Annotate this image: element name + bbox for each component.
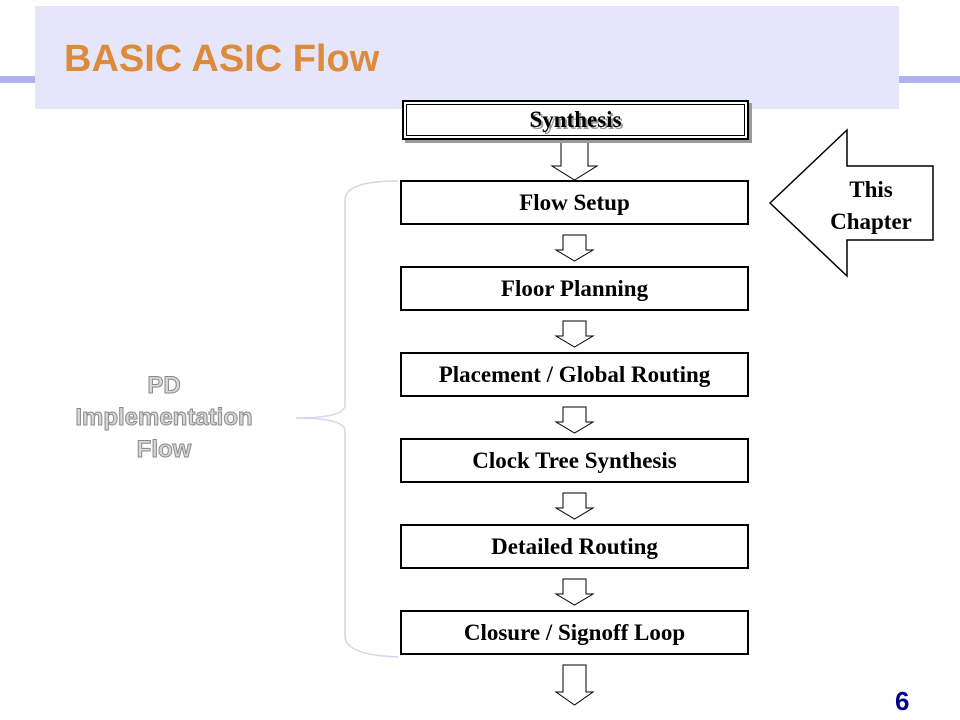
flow-step-detailed-routing: Detailed Routing: [400, 524, 749, 569]
title-band: [35, 6, 899, 109]
down-arrow-icon: [550, 140, 599, 181]
down-arrow-icon: [554, 492, 595, 520]
callout-line: Chapter: [830, 209, 912, 234]
pd-label-line: PD: [147, 372, 181, 400]
curly-brace-icon: [295, 180, 399, 658]
flow-step-flow-setup: Flow Setup: [400, 180, 749, 225]
title-rule-right: [899, 76, 960, 83]
down-arrow-icon: [554, 578, 595, 606]
down-arrow-icon: [554, 664, 595, 706]
flow-step-placement-global-routing: Placement / Global Routing: [400, 352, 749, 397]
pd-label-line: Flow: [136, 436, 192, 464]
down-arrow-icon: [554, 234, 595, 262]
callout-line: This: [849, 177, 893, 202]
this-chapter-callout: This Chapter: [812, 174, 930, 238]
pd-implementation-flow-label: PD Implementation Flow: [58, 370, 270, 466]
left-block-arrow-icon: [768, 128, 934, 278]
down-arrow-icon: [554, 320, 595, 348]
page-number: 6: [895, 686, 910, 716]
slide-title: BASIC ASIC Flow: [64, 38, 380, 80]
down-arrow-icon: [554, 406, 595, 434]
flow-step-closure-signoff-loop: Closure / Signoff Loop: [400, 610, 749, 655]
flow-step-floor-planning: Floor Planning: [400, 266, 749, 311]
flow-step-synthesis: Synthesis: [402, 100, 749, 140]
flow-step-clock-tree-synthesis: Clock Tree Synthesis: [400, 438, 749, 483]
pd-label-line: Implementation: [75, 404, 253, 432]
title-rule-left: [0, 76, 35, 83]
